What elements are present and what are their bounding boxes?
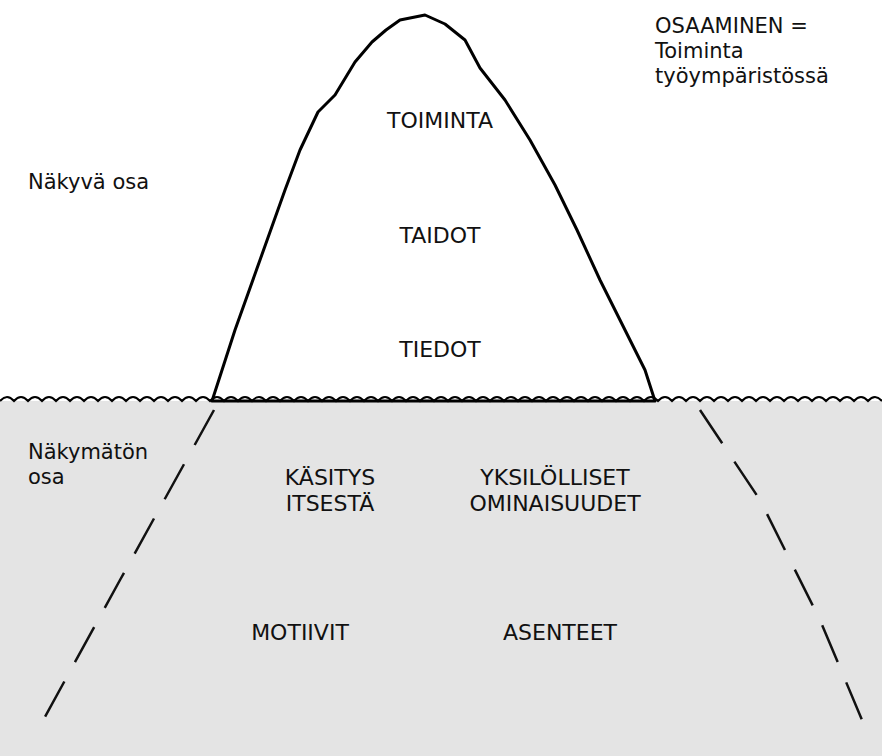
iceberg-text: MOTIIVIT: [215, 620, 385, 646]
water: [0, 401, 882, 756]
iceberg-text: ASENTEET: [475, 620, 645, 646]
iceberg-text: KÄSITYS ITSESTÄ: [255, 465, 405, 518]
heading-note: OSAAMINEN = Toiminta työympäristössä: [655, 14, 877, 90]
iceberg-tip: [212, 15, 655, 401]
iceberg-underwater: [700, 410, 862, 720]
iceberg-text: TIEDOT: [340, 337, 540, 363]
section-label: Näkyvä osa: [28, 170, 228, 195]
iceberg-text: TAIDOT: [340, 223, 540, 249]
iceberg-text: YKSILÖLLISET OMINAISUUDET: [445, 465, 665, 518]
section-label: Näkymätön osa: [28, 440, 153, 490]
iceberg-text: TOIMINTA: [340, 108, 540, 134]
waterline: [0, 397, 882, 401]
